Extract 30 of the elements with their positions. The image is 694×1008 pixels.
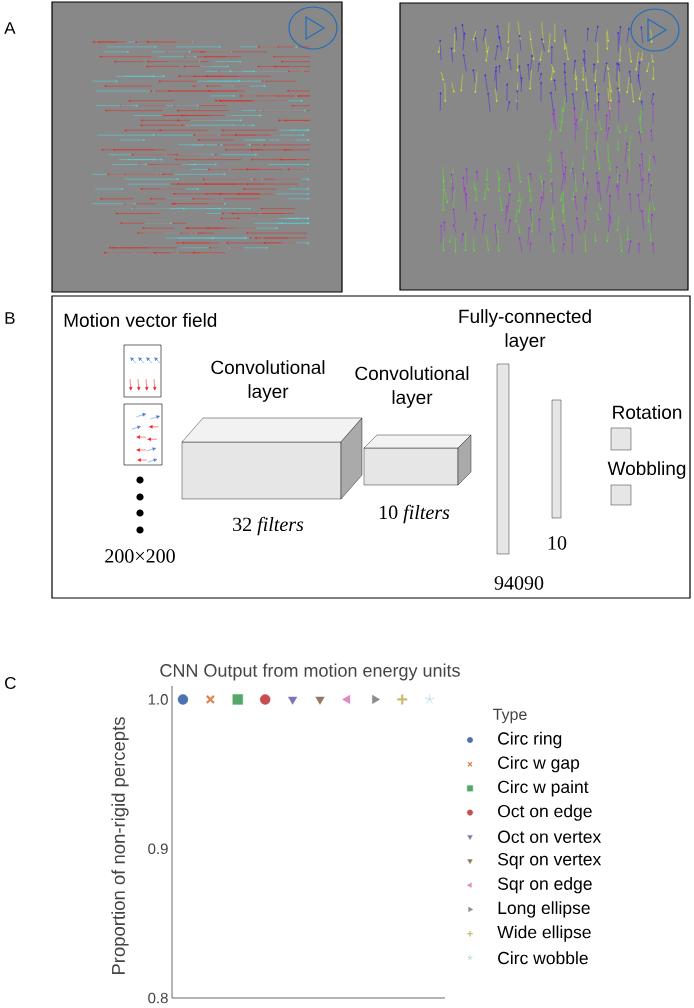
legend-label: Circ w gap: [498, 756, 580, 773]
unit-count: 94090: [494, 576, 544, 590]
chart-title: CNN Output from motion energy units: [160, 663, 460, 681]
input-label: Motion vector field: [64, 313, 217, 327]
layer-label: Fully-connected layer: [459, 309, 591, 351]
panel-letter: A: [4, 22, 16, 34]
layer-label: Convolutional layer: [211, 360, 325, 402]
legend-label: Sqr on edge: [498, 877, 592, 894]
legend-title: Type: [493, 708, 527, 724]
legend-label: Circ ring: [498, 731, 562, 749]
legend-label: Circ w paint: [498, 780, 589, 797]
axis-title: Proportion of non-rigid percepts: [111, 717, 129, 975]
size-label: 200×200: [105, 549, 175, 563]
legend-label: Sqr on vertex: [498, 853, 602, 869]
legend-label: Oct on vertex: [498, 830, 602, 843]
panel-letter: B: [5, 312, 15, 324]
legend-label: Wide ellipse: [497, 925, 591, 942]
legend-label: Long ellipse: [498, 901, 590, 918]
unit-count: 10: [548, 536, 567, 550]
y-tick-label: 1.0: [148, 694, 168, 705]
y-tick-label: 0.8: [148, 992, 168, 1004]
panel-letter: C: [5, 676, 16, 689]
layer-label: Convolutional layer: [355, 366, 469, 408]
y-tick-label: 0.9: [148, 843, 168, 855]
legend-label: Circ wobble: [498, 951, 588, 965]
filter-count: 10 filters: [379, 504, 450, 524]
filter-count: 32 filters: [233, 516, 304, 536]
output-label: Rotation: [613, 405, 682, 419]
legend-label: Oct on edge: [498, 804, 592, 821]
output-label: Wobbling: [607, 461, 686, 479]
